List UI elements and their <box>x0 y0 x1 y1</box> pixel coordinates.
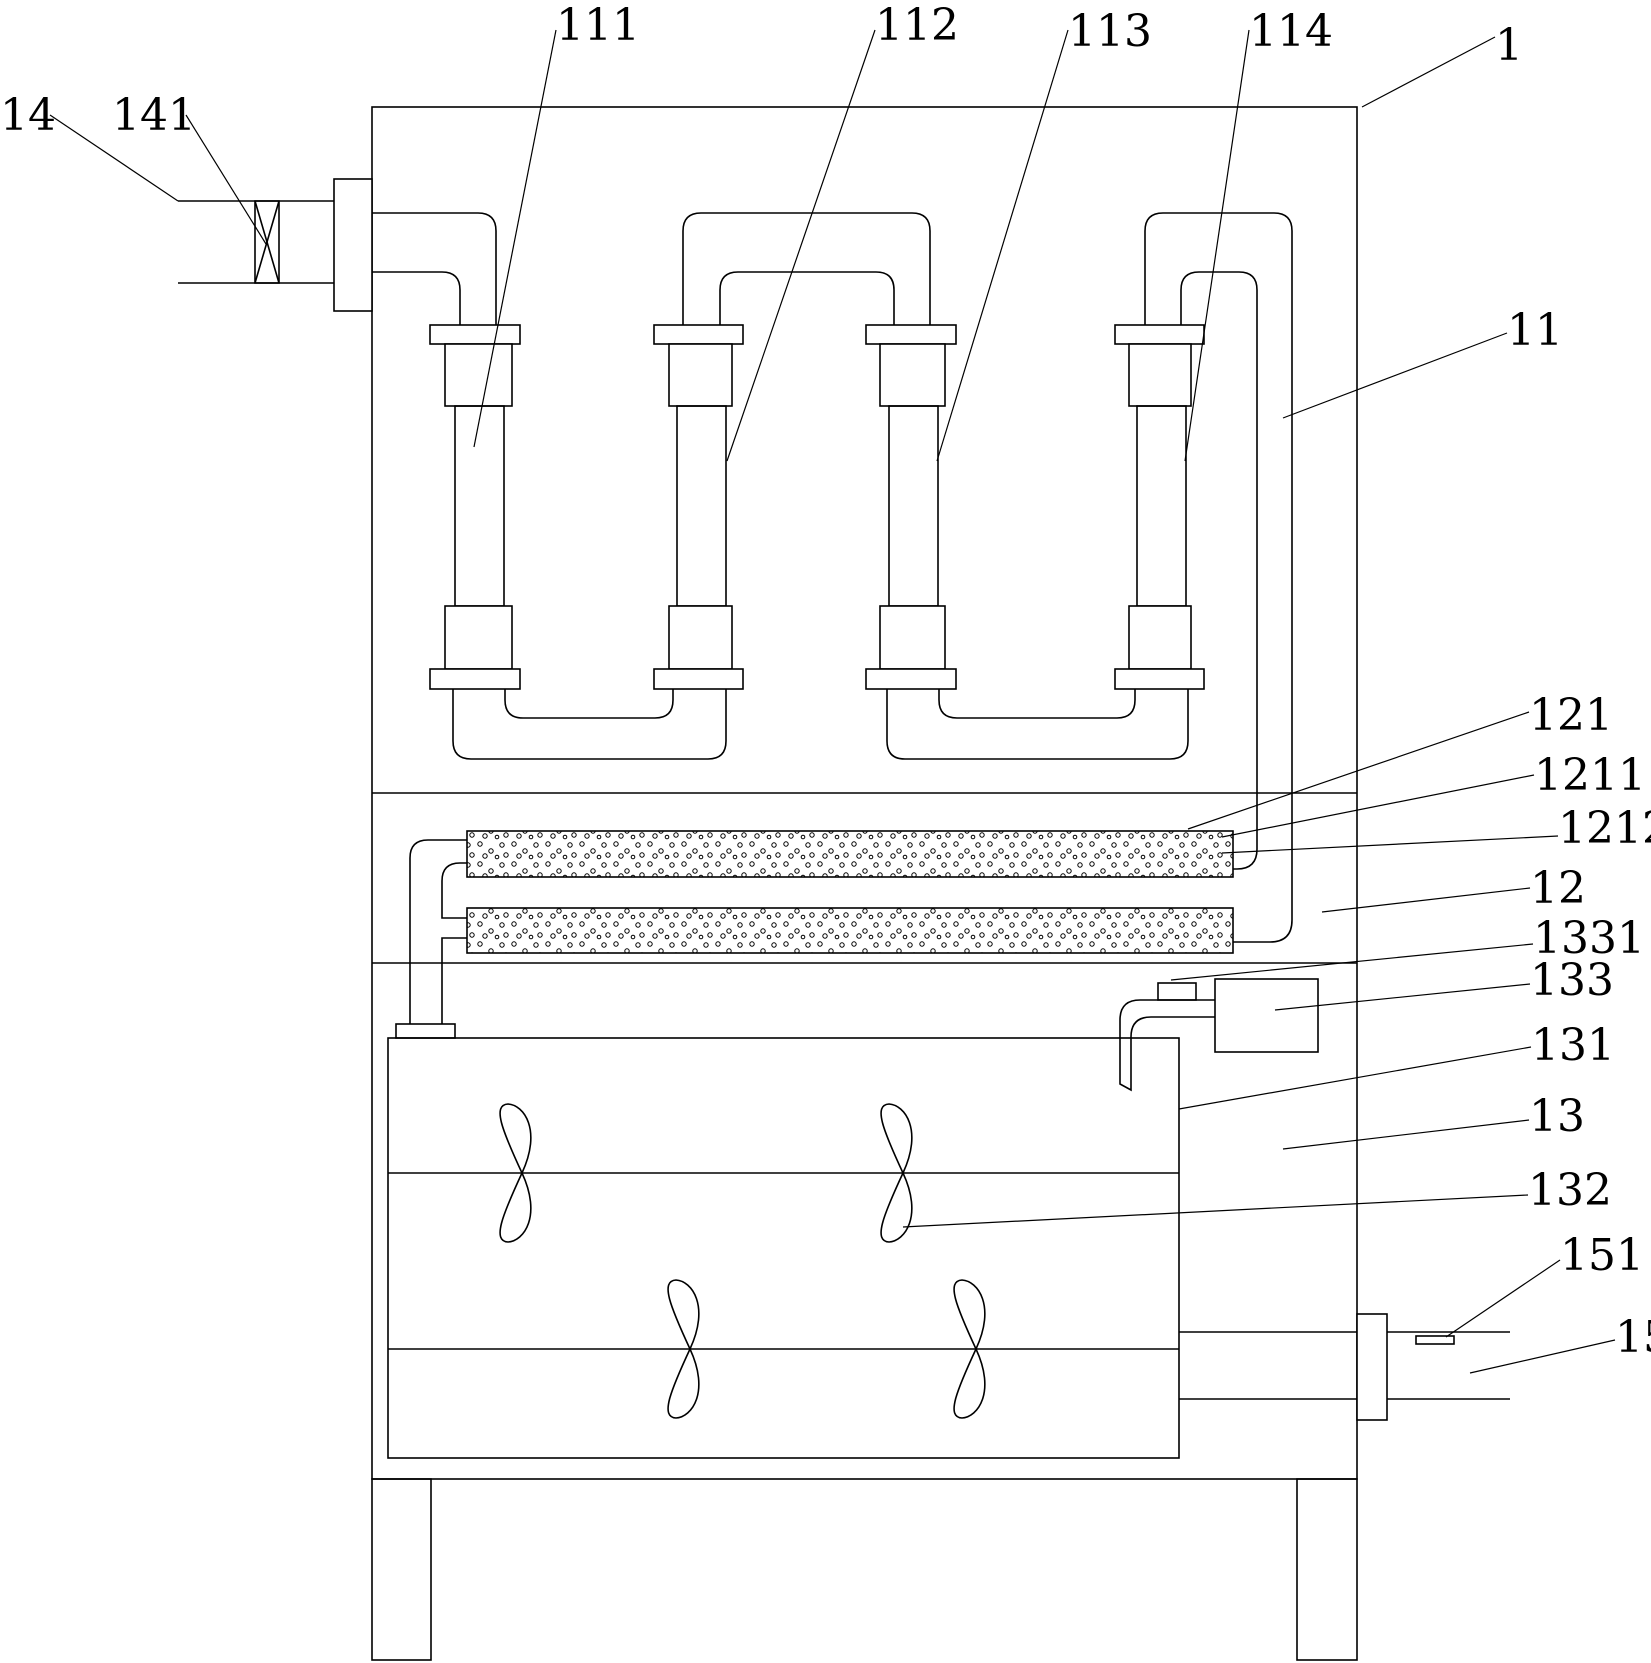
outlet-flange <box>1356 1313 1388 1421</box>
label-11: 11 <box>1507 305 1563 356</box>
label-13: 13 <box>1529 1091 1585 1142</box>
label-121: 121 <box>1529 690 1613 741</box>
label-132: 132 <box>1528 1165 1612 1216</box>
fan-4 <box>953 1279 986 1419</box>
fan-3 <box>667 1279 700 1419</box>
outlet-pipe <box>1179 1313 1510 1421</box>
label-12: 12 <box>1530 863 1586 914</box>
fan-1 <box>499 1103 532 1243</box>
label-112: 112 <box>875 0 959 51</box>
filter-tube-114 <box>1114 324 1205 690</box>
tank-inlet-fitting <box>395 1023 456 1039</box>
right-leg <box>1296 1478 1358 1661</box>
label-1331: 1331 <box>1533 913 1645 964</box>
inlet-valve <box>254 200 280 284</box>
pump-sensor <box>1157 982 1197 1001</box>
labels: 111 112 113 114 1 14 141 11 121 1211 121… <box>0 0 1651 1363</box>
fan-2 <box>880 1103 913 1243</box>
label-113: 113 <box>1068 6 1152 57</box>
tank-body <box>387 1037 1180 1459</box>
porous-plate-upper <box>466 830 1234 878</box>
label-114: 114 <box>1249 6 1333 57</box>
filter-tube-113 <box>865 324 957 690</box>
label-151: 151 <box>1560 1230 1644 1281</box>
inlet-flange <box>333 178 373 312</box>
label-14: 14 <box>0 90 56 141</box>
pump-box <box>1214 978 1319 1053</box>
left-leg <box>371 1478 432 1661</box>
label-141: 141 <box>112 90 196 141</box>
label-111: 111 <box>556 0 640 51</box>
label-1211: 1211 <box>1534 750 1646 801</box>
cabinet <box>371 106 1358 1661</box>
label-1212: 1212 <box>1558 803 1651 854</box>
pipe-network <box>372 212 1293 943</box>
label-133: 133 <box>1530 955 1614 1006</box>
filter-tube-111 <box>429 324 521 690</box>
label-131: 131 <box>1531 1020 1615 1071</box>
porous-plate-lower <box>466 907 1234 954</box>
label-15: 15 <box>1615 1312 1651 1363</box>
leader-lines <box>49 29 1616 1374</box>
label-1: 1 <box>1495 20 1523 71</box>
outlet-sensor <box>1415 1335 1455 1345</box>
filter-plates <box>409 830 1234 1024</box>
inlet-pipe <box>178 178 373 312</box>
filter-tube-112 <box>653 324 744 690</box>
water-tank <box>387 978 1319 1459</box>
